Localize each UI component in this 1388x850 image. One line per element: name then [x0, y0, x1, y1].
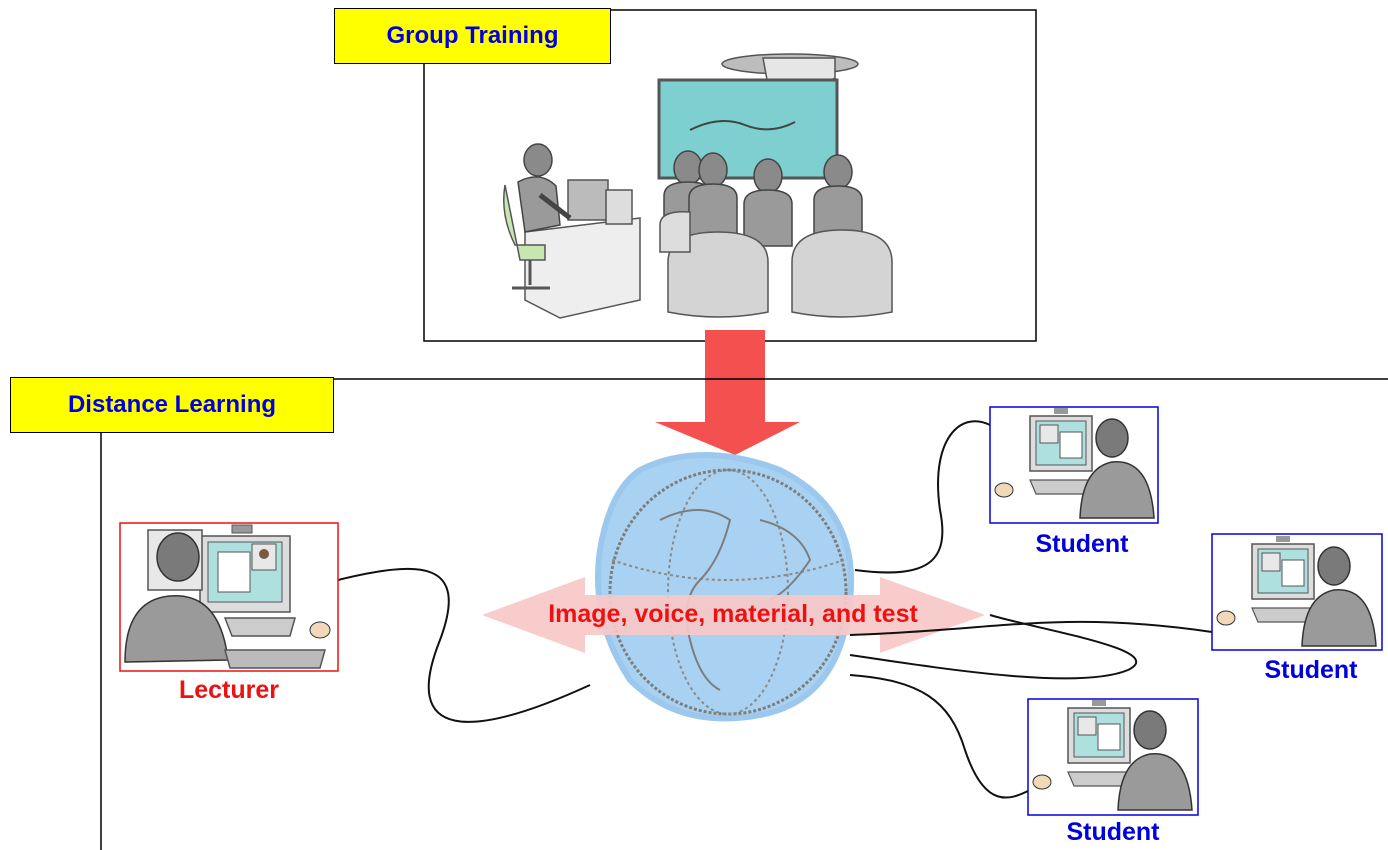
globe-icon — [595, 452, 855, 722]
student-station-1 — [989, 406, 1159, 524]
down-arrow — [655, 330, 800, 455]
student2-loop-cable — [849, 614, 1138, 680]
student1-cable — [854, 420, 991, 574]
lecturer-cable — [337, 567, 591, 723]
student2-cable — [849, 620, 1213, 636]
student-station-2 — [1211, 533, 1383, 651]
group-training-tag: Group Training — [334, 8, 611, 64]
student-label-2: Student — [1264, 656, 1358, 684]
center-label: Image, voice, material, and test — [548, 600, 918, 628]
student3-cable — [849, 674, 1031, 799]
student-station-3 — [1027, 698, 1199, 816]
student-label-3: Student — [1066, 818, 1160, 846]
cables — [337, 420, 1213, 799]
lecturer-station — [119, 522, 339, 672]
classroom-illustration — [503, 53, 893, 319]
lecturer-label: Lecturer — [178, 676, 280, 704]
student-label-1: Student — [1035, 530, 1129, 558]
distance-learning-tag: Distance Learning — [10, 377, 334, 433]
